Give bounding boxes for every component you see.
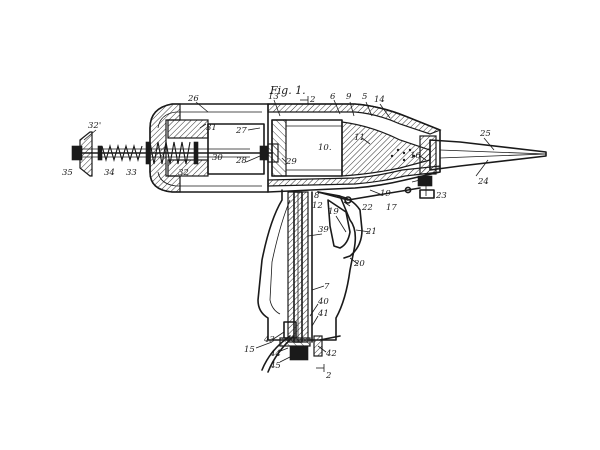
section-line-marks <box>300 96 325 372</box>
label-31: 31 <box>206 123 217 133</box>
label-15: 15 <box>244 345 255 355</box>
label-16: 16 <box>410 151 421 161</box>
label-12: 12 <box>312 201 323 211</box>
label-2-bottom: 2 <box>325 371 331 381</box>
label-23: 23 <box>435 191 447 201</box>
label-25: 25 <box>479 129 491 139</box>
label-44: 44 <box>269 349 281 359</box>
label-27: 27 <box>235 126 247 136</box>
label-11: 11 <box>354 133 365 143</box>
reference-numerals: 26 13 2 6 9 5 14 32' 31 27 10. 11 25 16 … <box>62 92 491 381</box>
label-9: 9 <box>346 92 352 102</box>
label-19-b: 19 <box>328 207 339 217</box>
label-41: 41 <box>317 309 329 319</box>
label-10: 10. <box>318 143 332 153</box>
label-40: 40 <box>317 297 329 307</box>
label-33: 33 <box>126 168 137 178</box>
label-22: 22 <box>361 203 373 213</box>
label-20: 20 <box>353 259 365 269</box>
label-43: 43 <box>263 335 275 345</box>
label-7: 7 <box>324 282 330 292</box>
label-21: 21 <box>365 227 377 237</box>
label-14: 14 <box>374 95 385 105</box>
label-8: 8 <box>314 191 320 201</box>
label-24: 24 <box>477 177 489 187</box>
label-18: 18 <box>420 177 431 187</box>
figure-title: Fig. 1. <box>269 84 306 97</box>
plunger-assembly <box>71 123 279 177</box>
label-45: 45 <box>269 361 281 371</box>
nozzle <box>417 135 547 199</box>
label-32: 32 <box>178 168 189 178</box>
leader-lines <box>83 99 495 363</box>
coil-body <box>267 103 442 193</box>
label-5: 5 <box>362 92 367 102</box>
label-26: 26 <box>187 94 199 104</box>
label-28: 28 <box>235 156 247 166</box>
label-17: 17 <box>386 203 397 213</box>
label-35: 35 <box>62 168 73 178</box>
label-30: 30 <box>212 153 223 163</box>
label-34: 34 <box>104 168 115 178</box>
label-39: 39 <box>318 225 329 235</box>
handle <box>257 186 421 373</box>
label-29: 29 <box>285 157 297 167</box>
label-2-top: 2 <box>309 95 315 105</box>
label-42: 42 <box>325 349 337 359</box>
barrel-housing <box>149 103 269 193</box>
label-6: 6 <box>330 92 336 102</box>
label-13: 13 <box>268 92 279 102</box>
label-32-prime: 32' <box>88 121 101 131</box>
label-19-a: 19 <box>380 189 391 199</box>
